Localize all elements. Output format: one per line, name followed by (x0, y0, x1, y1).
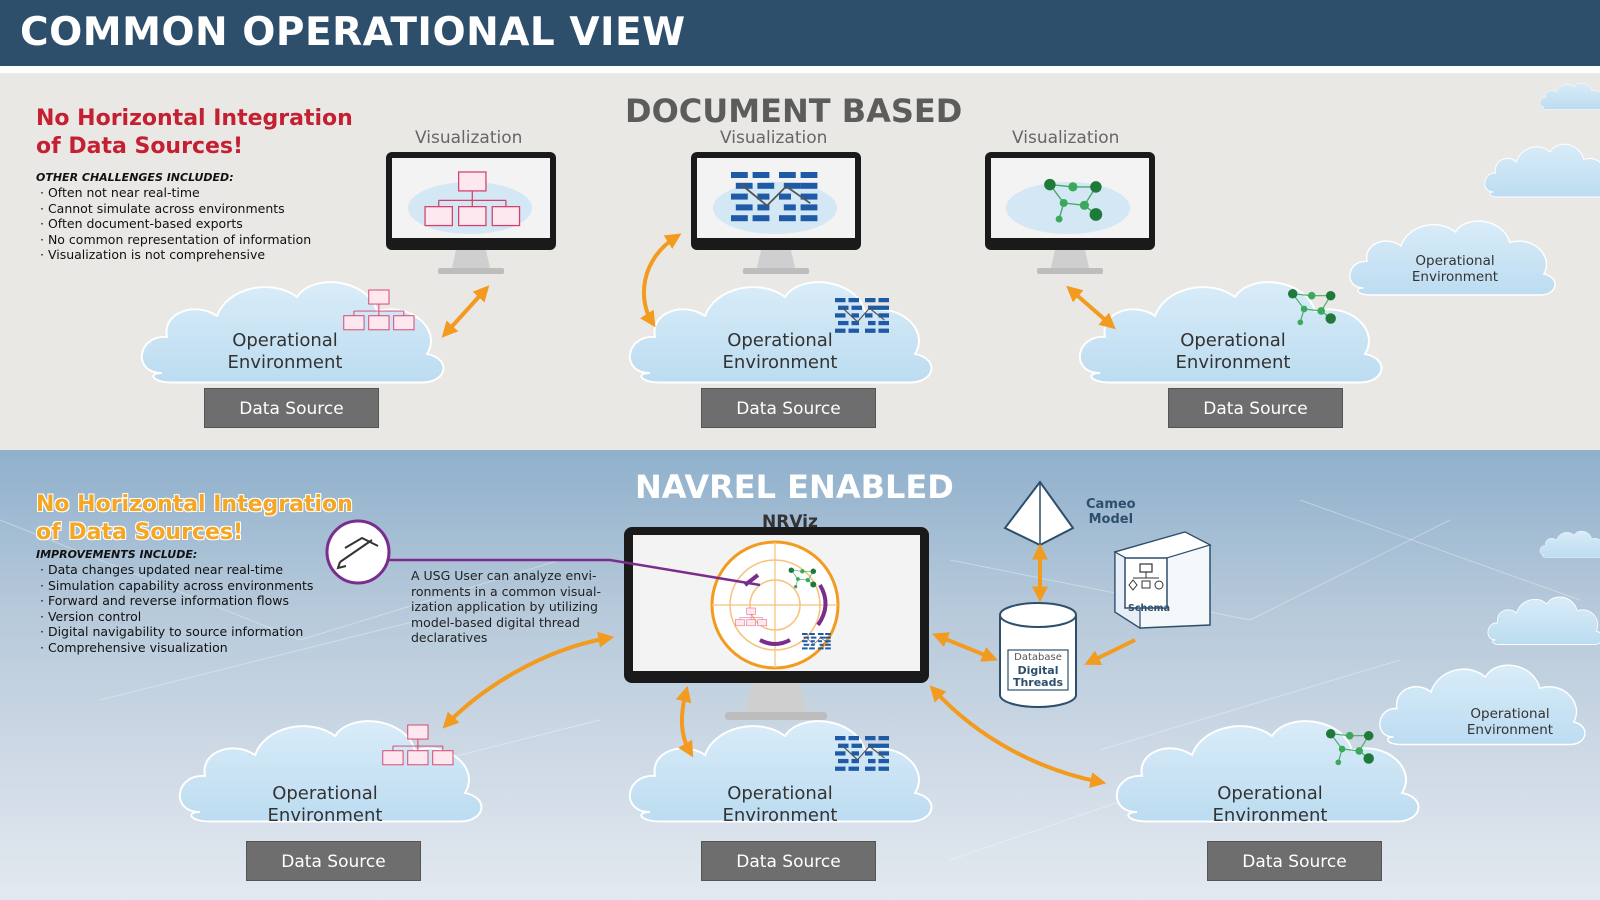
op-env-line: Operational (272, 783, 378, 804)
monitor-stand (746, 683, 806, 712)
user-analysis-note: A USG User can analyze envi- ronments in… (411, 568, 601, 646)
op-env-line: Operational (1470, 706, 1550, 722)
list-item: Visualization is not comprehensive (40, 247, 311, 263)
operational-environment-label: Operational Environment (195, 330, 375, 374)
bidirectional-arrow (640, 233, 682, 328)
challenges-heading: No Horizontal Integration of Data Source… (36, 105, 353, 161)
database-cylinder-icon (999, 602, 1077, 708)
list-item: Simulation capability across environment… (40, 578, 313, 594)
header-bar (0, 0, 1600, 66)
db-line: Database (1014, 652, 1062, 663)
op-env-line: Environment (722, 805, 838, 826)
heading-line: No Horizontal Integration (36, 492, 353, 517)
note-line: ronments in a common visual- (411, 583, 601, 599)
schema-label: Schema (1128, 603, 1170, 614)
user-link-line (389, 558, 761, 587)
heading-line: of Data Sources! (36, 134, 244, 159)
visualization-label: Visualization (1012, 128, 1120, 148)
nrviz-label: NRViz (762, 512, 818, 532)
screen-cloud (713, 182, 837, 234)
bidirectional-arrow (675, 685, 694, 758)
note-line: ization application by utilizing (411, 599, 598, 614)
improvements-heading: No Horizontal Integration of Data Source… (36, 491, 353, 547)
schema-cube-icon (1113, 531, 1212, 630)
op-env-line: Operational (727, 330, 833, 351)
data-source-box: Data Source (701, 841, 876, 881)
db-line: Digital (1017, 663, 1059, 677)
visualization-label: Visualization (415, 128, 523, 148)
data-source-box: Data Source (1207, 841, 1382, 881)
data-source-box: Data Source (701, 388, 876, 428)
bidirectional-arrow (1066, 285, 1116, 330)
op-env-line: Operational (232, 330, 338, 351)
document-based-title: DOCUMENT BASED (625, 92, 963, 130)
bidirectional-arrow (932, 632, 998, 662)
cycle-arrow (816, 583, 828, 627)
cameo-pyramid-icon (1003, 480, 1075, 547)
cloud-shape (1539, 82, 1600, 110)
list-item: Data changes updated near real-time (40, 562, 313, 578)
operational-environment-label: Operational Environment (1180, 783, 1360, 827)
data-source-box: Data Source (204, 388, 379, 428)
improvements-subheading: IMPROVEMENTS INCLUDE: (36, 548, 198, 561)
monitor-base (725, 712, 827, 720)
challenges-subheading: OTHER CHALLENGES INCLUDED: (36, 171, 234, 184)
list-item: Forward and reverse information flows (40, 593, 313, 609)
operational-environment-label: Operational Environment (690, 330, 870, 374)
db-line: Threads (1012, 676, 1064, 689)
list-item: Often document-based exports (40, 216, 311, 232)
op-env-line: Environment (227, 352, 343, 373)
op-env-line: Environment (722, 352, 838, 373)
list-item: Cannot simulate across environments (40, 201, 311, 217)
op-env-line: Operational (1217, 783, 1323, 804)
op-env-line: Operational (727, 783, 833, 804)
heading-line: of Data Sources! (36, 520, 244, 545)
op-env-line: Operational (1415, 253, 1495, 269)
bidirectional-arrow (442, 631, 615, 729)
data-source-box: Data Source (1168, 388, 1343, 428)
op-env-line: Environment (267, 805, 383, 826)
operational-environment-label: Operational Environment (1395, 253, 1515, 285)
operational-environment-label: Operational Environment (1450, 706, 1570, 738)
cloud-shape (1487, 596, 1600, 645)
op-env-line: Environment (1175, 352, 1291, 373)
list-item: Digital navigability to source informati… (40, 624, 313, 640)
note-line: A USG User can analyze envi- (411, 568, 597, 583)
op-env-line: Operational (1180, 330, 1286, 351)
page-title: COMMON OPERATIONAL VIEW (20, 10, 686, 55)
visualization-label: Visualization (720, 128, 828, 148)
note-line: model-based digital thread (411, 614, 580, 630)
navrel-enabled-title: NAVREL ENABLED (635, 468, 954, 506)
operational-environment-label: Operational Environment (690, 783, 870, 827)
data-source-box: Data Source (246, 841, 421, 881)
improvements-list: Data changes updated near real-time Simu… (40, 562, 313, 655)
challenges-list: Often not near real-time Cannot simulate… (40, 185, 311, 263)
cameo-model-label: Cameo Model (1086, 497, 1136, 527)
screen-cloud (1006, 182, 1130, 234)
note-line: declaratives (411, 630, 488, 645)
bidirectional-arrow (441, 285, 490, 338)
database-label: Database Digital Threads (1008, 652, 1068, 690)
operational-environment-label: Operational Environment (1143, 330, 1323, 374)
list-item: No common representation of information (40, 232, 311, 248)
list-item: Often not near real-time (40, 185, 311, 201)
cameo-line: Model (1088, 512, 1134, 527)
heading-line: No Horizontal Integration (36, 106, 353, 131)
cloud-shape (1539, 530, 1600, 558)
operational-environment-label: Operational Environment (235, 783, 415, 827)
op-env-line: Environment (1411, 269, 1499, 285)
list-item: Comprehensive visualization (40, 640, 313, 656)
list-item: Version control (40, 609, 313, 625)
schema-arrow (1084, 638, 1136, 665)
bidirectional-arrow (929, 685, 1107, 788)
op-env-line: Environment (1466, 722, 1554, 738)
op-env-line: Environment (1212, 805, 1328, 826)
cycle-arrow (759, 638, 791, 646)
cloud-shape (1484, 143, 1600, 198)
cameo-line: Cameo (1086, 497, 1136, 512)
